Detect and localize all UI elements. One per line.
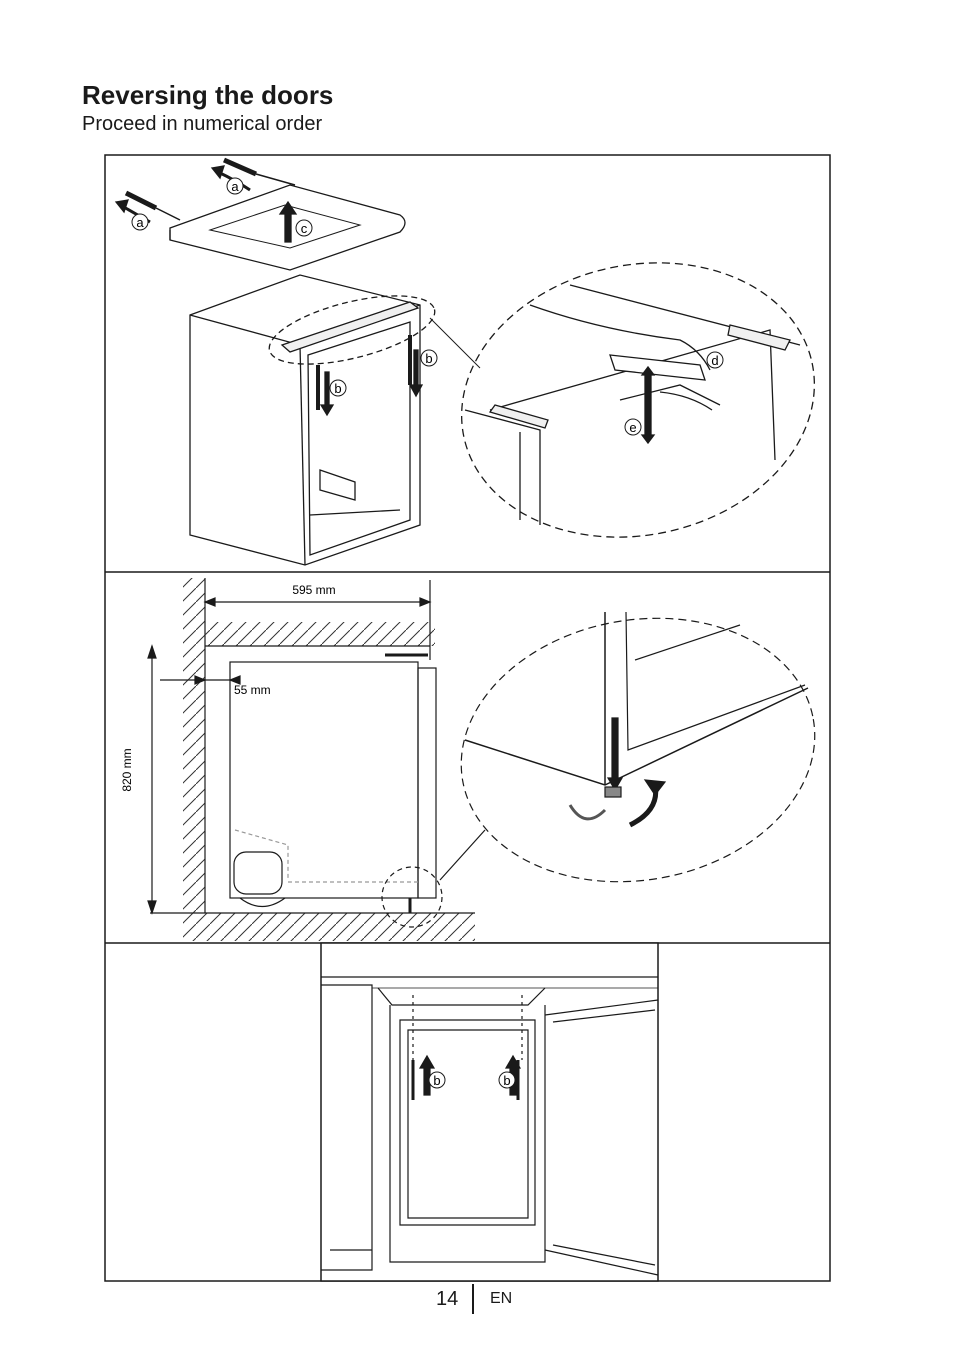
magnified-detail: [460, 617, 816, 883]
arrow-head-icon: [114, 199, 129, 214]
detail-ellipse: [268, 295, 436, 365]
panel-1-callouts: a a c b b d e: [131, 177, 724, 436]
panel-2-installation-dimensions: [147, 578, 816, 941]
worktop-hatch: [205, 622, 435, 646]
arrow-up-icon: [278, 200, 298, 243]
arrow-updown-icon: [640, 365, 656, 445]
callout-label: c: [301, 221, 308, 236]
callout-label: b: [503, 1073, 510, 1088]
callout-label: a: [231, 179, 239, 194]
compressor-shape: [233, 851, 283, 895]
footer-divider: [472, 1284, 474, 1314]
magnified-detail: [460, 262, 816, 538]
fridge-body: [189, 274, 421, 566]
height-dimension-label: 820 mm: [120, 748, 134, 791]
page-subtitle: Proceed in numerical order: [82, 113, 323, 135]
arrow-up-icon: [418, 1054, 436, 1096]
callout-label: b: [334, 381, 341, 396]
language-code: EN: [490, 1290, 513, 1307]
wall-hatch: [183, 578, 205, 913]
callout-label: a: [136, 215, 144, 230]
arrow-down-icon: [319, 371, 335, 417]
callout-label: b: [433, 1073, 440, 1088]
arrow-head-icon: [210, 165, 225, 180]
callout-label: b: [425, 351, 432, 366]
page-number: 14: [436, 1288, 459, 1310]
arrow-down-icon: [408, 349, 424, 398]
panel-1-remove-worktop: [114, 157, 816, 566]
width-dimension-label: 595 mm: [292, 583, 335, 597]
callout-label: e: [629, 420, 636, 435]
panel-3-install-door: [320, 942, 659, 1282]
gap-dimension-label: 55 mm: [234, 683, 271, 697]
screwdriver-icon: [124, 157, 296, 221]
panel-2-dimension-labels: 595 mm 55 mm 820 mm: [120, 583, 336, 792]
arrow-down-icon: [606, 717, 624, 792]
floor-hatch: [183, 913, 475, 941]
foot-detail-ring: [381, 866, 443, 928]
page-title: Reversing the doors: [82, 80, 334, 110]
rotate-arrow-icon: [568, 804, 607, 821]
callout-label: d: [711, 353, 718, 368]
panel-3-callouts: b b: [428, 1071, 516, 1089]
fridge-side-view: [229, 661, 419, 899]
